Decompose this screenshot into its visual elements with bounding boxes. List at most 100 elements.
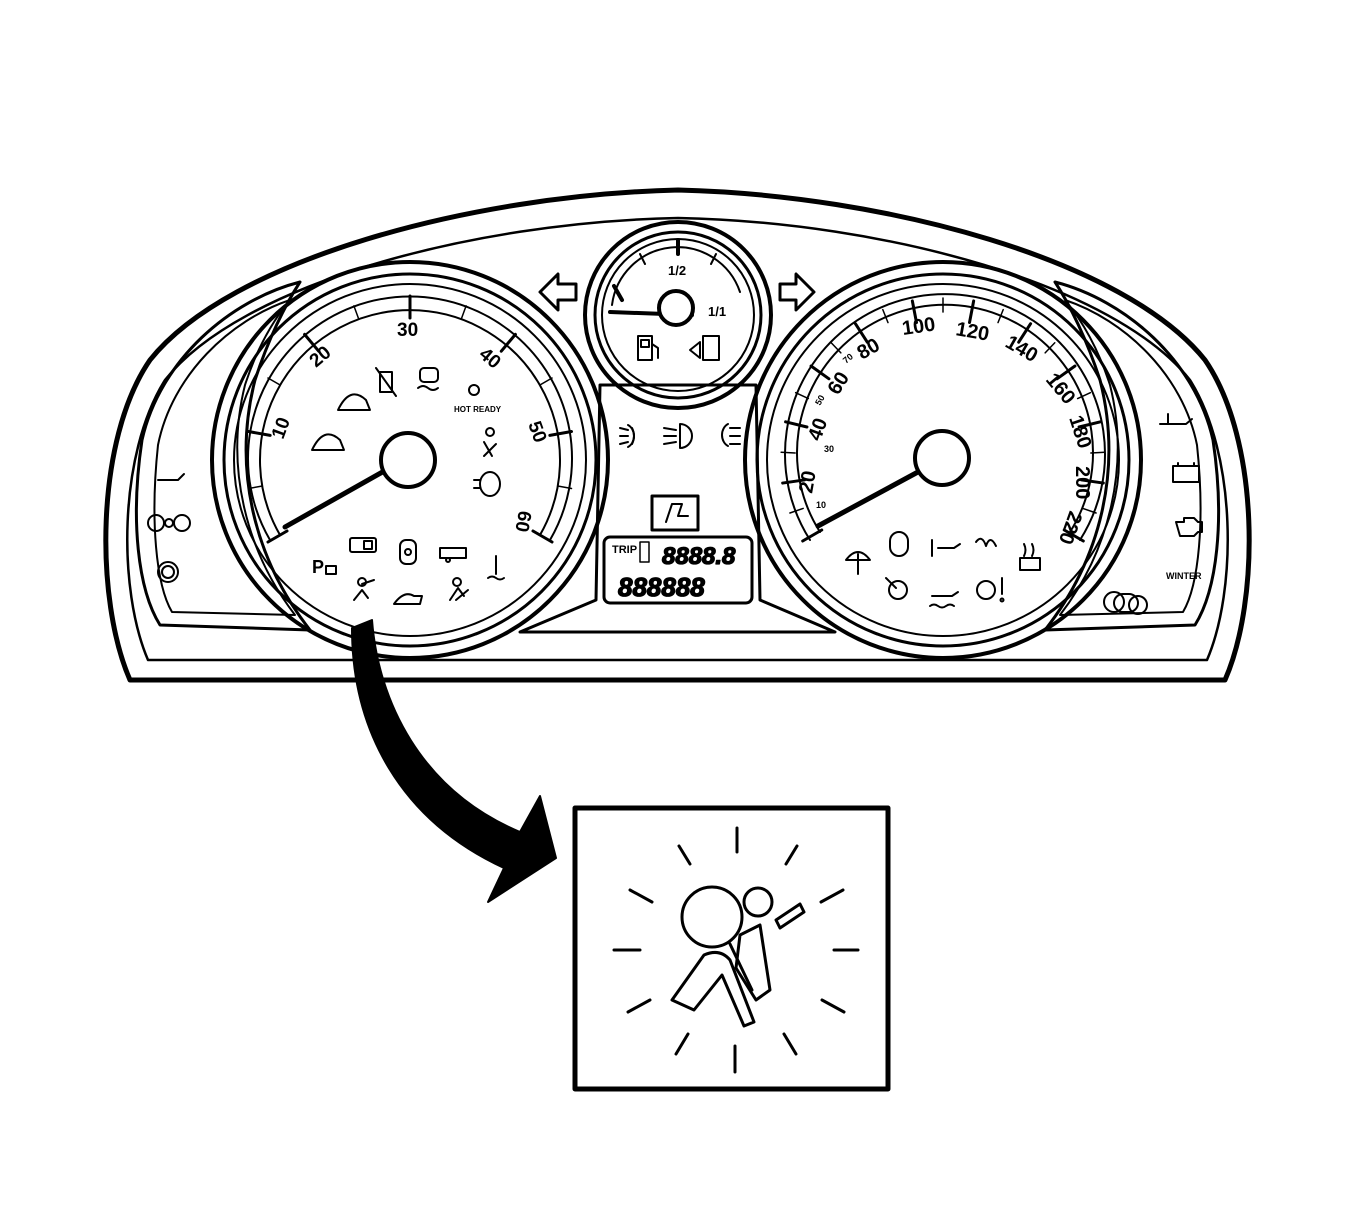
oil-level-icon [931,539,961,557]
speedo-tick [967,299,976,325]
hill-descent-icon [393,593,423,605]
speedo-tick [780,451,796,454]
illumination-rays [612,826,860,1074]
tachometer-ticks [246,294,574,544]
speed-label-160: 160 [1041,369,1079,409]
speed-minor-label-30: 30 [824,444,834,454]
speedo-tick [830,342,842,354]
tach-tick [247,485,264,490]
speedo-tick [1062,528,1085,543]
speed-minor-label-10: 10 [816,500,826,510]
security-icon [399,539,417,565]
occupant-head [680,885,744,949]
speed-label-100: 100 [901,314,937,340]
seatbelt-line [728,942,754,992]
callout-arrow [351,619,557,903]
tach-tick [353,305,360,320]
tach-label-10: 10 [268,415,295,442]
speedometer-scale-arc [784,293,1106,541]
trip-reset-knob[interactable] [1103,591,1148,615]
fuel-pump-icon [637,335,659,361]
speed-label-180: 180 [1064,413,1095,452]
fuel-gauge-hub [657,289,695,327]
right-panel-icons: WINTER [1103,413,1203,615]
speed-label-20: 20 [795,469,821,495]
airbag-warning-icon [353,577,375,601]
park-brake-p-icon: P [312,557,324,577]
tachometer: 10 20 30 40 50 60 HOT READY P [210,260,610,660]
winter-mode-label: WINTER [1166,571,1202,581]
stability-control-icon [417,367,439,391]
speedo-tick [781,478,806,485]
service-vehicle-icon [889,531,909,557]
speed-minor-label-70: 70 [841,351,855,365]
speedo-tick [997,308,1004,324]
tach-tick [246,430,272,437]
tachometer-scale-arc-inner [259,309,561,536]
center-display-panel [518,383,837,634]
fuel-door-side-icon [689,335,720,361]
tach-tick [303,332,321,353]
right-turn-signal-icon [778,272,816,312]
low-oil-icon [1159,413,1193,425]
airbag-shape [734,923,772,1002]
tach-label-60: 60 [510,509,534,533]
power-steering-icon [976,577,1005,603]
hot-ready-label: HOT READY [454,405,502,414]
tach-tick [531,529,554,544]
speed-minor-label-50: 50 [813,393,827,407]
fuel-gauge-3q-tick [710,253,717,265]
center-indicators [619,423,741,532]
speedo-tick [1076,391,1092,400]
abs-warning-icon [157,561,179,583]
speedo-tick [882,308,889,324]
speedo-tick [789,507,804,514]
speedometer-ticks [780,297,1106,543]
fuel-gauge-scale-arc [611,246,741,306]
speed-label-120: 120 [954,318,991,345]
speed-label-80: 80 [854,334,884,364]
fuel-gauge-quarter-tick [639,253,646,265]
tach-tick [267,377,281,386]
oil-pressure-icon [929,591,959,609]
all-wheel-drive-icon [375,367,397,397]
trip-ab-indicator [639,541,650,563]
battery-charge-icon [1172,462,1200,483]
speedo-tick [784,420,809,429]
rear-fog-lamp-icon [721,423,741,447]
odometer-digits: 888888 [618,572,705,602]
hot-ready-icon [468,384,480,396]
trip-digits: 8888.8 [662,543,736,570]
callout-box [572,805,891,1092]
brake-pad-wear-icon [147,514,191,532]
speedo-tick [794,391,810,400]
tire-pressure-icon [311,433,345,451]
check-engine-icon [1175,517,1203,537]
speed-label-200: 200 [1071,466,1093,499]
speedo-tick [801,528,824,543]
tach-label-20: 20 [306,342,336,372]
tach-label-40: 40 [475,344,505,374]
speedo-tick [1082,507,1097,514]
trailer-icon [439,547,467,563]
fuel-gauge-half-label: 1/2 [668,263,686,278]
front-fog-lamp-icon [619,424,635,448]
brake-system-icon [885,577,908,600]
glow-plug-icon [975,537,997,547]
speedo-tick [1044,342,1056,354]
tach-tick [548,430,574,437]
seat-position-display-icon [650,494,700,532]
speed-label-60: 60 [824,368,854,399]
low-traction-icon [337,393,371,411]
right-warning-panel [1043,280,1221,632]
info-display: TRIP 8888.8 888888 [602,535,754,605]
tach-tick [499,332,517,353]
speedometer: 20 40 60 80 100 120 140 160 180 200 220 … [743,260,1143,660]
cruise-control-icon [157,473,185,481]
speed-label-40: 40 [804,415,832,443]
park-brake-indicator-icon [325,565,337,575]
speedo-tick [1080,478,1105,485]
door-open-icon [349,537,377,553]
speedo-tick [1055,364,1077,381]
